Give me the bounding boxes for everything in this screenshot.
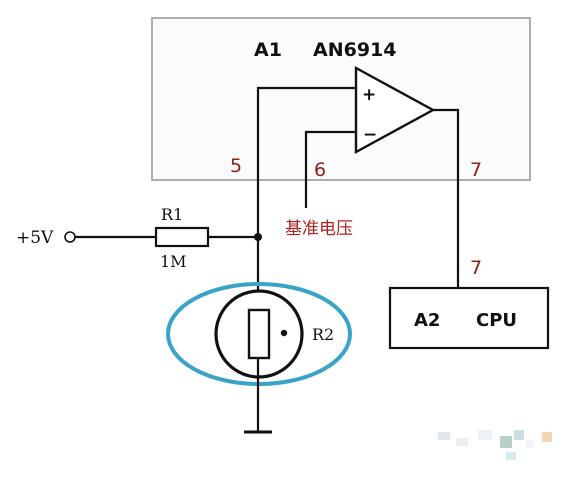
cpu-ref-label: A2	[414, 310, 440, 331]
op-amp-triangle	[354, 65, 436, 155]
supply-label: +5V	[16, 228, 54, 248]
resistor-r1-value: 1M	[160, 252, 187, 271]
pin-6-label: 6	[314, 159, 326, 181]
pin-5-label: 5	[230, 155, 242, 177]
resistor-r1	[154, 226, 210, 248]
ic-part-label: AN6914	[313, 39, 397, 61]
photoresistor-ref: R2	[312, 325, 334, 344]
ic-ref-label: A1	[254, 39, 282, 61]
resistor-r1-ref: R1	[161, 205, 183, 224]
pin-7-ic-label: 7	[470, 159, 482, 181]
reference-voltage-label: 基准电压	[285, 219, 353, 239]
cpu-box	[388, 286, 550, 350]
supply-terminal	[64, 231, 76, 243]
plus-input-wire	[256, 86, 356, 236]
cpu-name-label: CPU	[476, 310, 517, 331]
op-amp-plus-sign: +	[362, 85, 376, 105]
ic-box	[151, 17, 531, 181]
output-wire	[433, 108, 460, 288]
pin-7-cpu-label: 7	[470, 257, 482, 279]
watermark-blur	[438, 430, 552, 460]
minus-input-wire	[304, 130, 356, 208]
op-amp-minus-sign: −	[363, 125, 377, 145]
photoresistor-element	[247, 308, 271, 360]
photoresistor-dot	[280, 329, 288, 337]
